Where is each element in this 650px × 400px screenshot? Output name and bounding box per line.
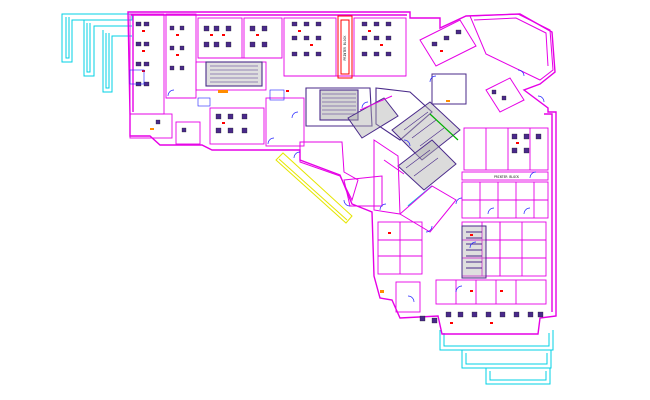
west-balcony: [61, 13, 133, 93]
orange-marks: [150, 90, 450, 293]
south-balcony: [439, 330, 554, 385]
green-partition: [429, 113, 459, 141]
red-furniture-marks: [142, 30, 519, 324]
diagonal-core: [347, 97, 461, 191]
printer-block-east-label: PRINTER BLOCK: [494, 175, 519, 179]
door-swing-icon: [167, 69, 545, 303]
north-core-strip: [337, 15, 353, 79]
building-outline: [127, 11, 557, 335]
workstation-cluster-icon: [135, 21, 544, 324]
lift-core-icon: [403, 111, 445, 177]
printer-block-north-label: PRINTER BLOCK: [343, 35, 347, 60]
east-wing-offices: [461, 127, 549, 219]
walkway: [275, 152, 353, 224]
stair-icon: [210, 65, 356, 115]
blue-room-outlines: [129, 69, 285, 107]
northeast-wing: [419, 13, 554, 113]
southeast-stair: [461, 225, 487, 279]
